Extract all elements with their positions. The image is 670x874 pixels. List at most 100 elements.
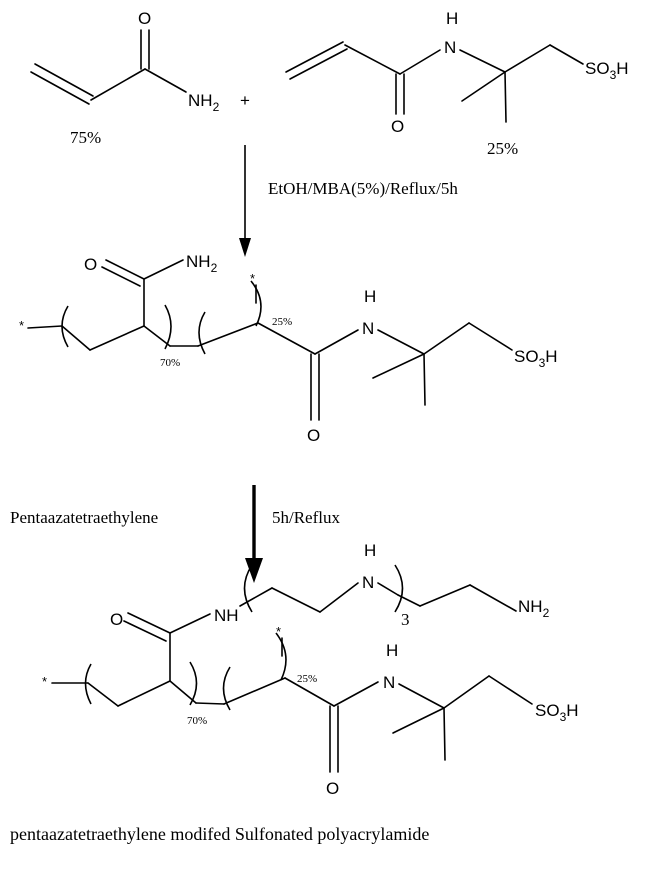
product-ethylene-c bbox=[319, 582, 359, 613]
amps-amide-bond bbox=[399, 49, 441, 75]
product-chain-b bbox=[117, 680, 171, 707]
product-repeat-bracket-open bbox=[243, 564, 253, 613]
copolymer-amide-bond bbox=[143, 259, 184, 280]
copolymer-s-bond bbox=[468, 322, 513, 351]
product-o-bottom-label: O bbox=[326, 779, 339, 798]
acrylamide-percent: 75% bbox=[70, 128, 101, 147]
amps-h-label: H bbox=[446, 9, 458, 28]
product-amide-n-bond bbox=[333, 681, 379, 707]
step1-conditions: EtOH/MBA(5%)/Reflux/5h bbox=[268, 179, 458, 198]
copolymer-n-c-bond bbox=[377, 329, 425, 355]
copolymer-bracket-2-close bbox=[250, 280, 262, 327]
product-bracket-2-close bbox=[275, 632, 287, 681]
product-chain-a bbox=[87, 682, 119, 707]
product-chain-c bbox=[169, 680, 197, 704]
amps-percent: 25% bbox=[487, 139, 518, 158]
copolymer-star-top: * bbox=[250, 271, 255, 286]
product-carbonyl-chain bbox=[284, 677, 335, 707]
product-chain-e bbox=[223, 677, 286, 705]
product-methyl-down bbox=[443, 707, 446, 761]
amps-structure: O H N SO3H 25% bbox=[285, 9, 629, 158]
amps-alpha-bond bbox=[344, 44, 401, 75]
copolymer-carbonyl-a bbox=[105, 259, 145, 280]
product-ethylene-d bbox=[397, 594, 421, 607]
vinyl-double-bond-b bbox=[34, 63, 94, 97]
product-caption: pentaazatetraethylene modifed Sulfonated… bbox=[10, 824, 429, 844]
product-repeat-bracket-close bbox=[394, 564, 404, 613]
arrow-2-head bbox=[245, 558, 263, 583]
product-so3h-label: SO3H bbox=[535, 701, 579, 724]
copolymer-chain-b bbox=[89, 325, 145, 351]
reaction-arrow-1 bbox=[239, 145, 251, 257]
product-nh2-label: NH2 bbox=[518, 597, 550, 620]
alpha-carbon-bond bbox=[90, 68, 146, 101]
reaction-arrow-2 bbox=[245, 485, 263, 583]
copolymer-chain-a bbox=[61, 325, 91, 351]
product-amide-bond bbox=[169, 613, 211, 634]
product-methyl-left bbox=[392, 707, 445, 734]
step2-conditions: 5h/Reflux bbox=[272, 508, 340, 527]
product-n-out-bond bbox=[377, 582, 399, 596]
amps-so3h-label: SO3H bbox=[585, 59, 629, 82]
product-n-label: N bbox=[383, 673, 395, 692]
copolymer-chain-c bbox=[143, 325, 171, 347]
copolymer-bracket-1-close bbox=[164, 304, 172, 350]
copolymer-percent-25: 25% bbox=[272, 316, 292, 328]
product-carbonyl-a bbox=[127, 612, 171, 634]
product-carbonyl-b bbox=[123, 620, 167, 642]
amps-ch2-bond bbox=[504, 44, 551, 73]
copolymer-chain-e bbox=[197, 322, 259, 347]
amps-n-c-bond bbox=[459, 49, 506, 73]
arrow-1-head bbox=[239, 238, 251, 257]
acrylamide-nh2-label: NH2 bbox=[188, 91, 220, 114]
product-n-mid-label: N bbox=[362, 573, 374, 592]
product-ethylene-a bbox=[239, 587, 273, 607]
amps-methyl-left bbox=[461, 71, 506, 102]
copolymer-amide-n-bond bbox=[314, 329, 359, 355]
amps-methyl-down bbox=[504, 71, 507, 123]
product-structure: O NH H N 3 NH2 * 70% * 25% O H bbox=[42, 541, 579, 798]
product-h-label: H bbox=[386, 641, 398, 660]
copolymer-so3h-label: SO3H bbox=[514, 347, 558, 370]
product-ethylene-b bbox=[271, 587, 321, 613]
acrylamide-o-label: O bbox=[138, 9, 151, 28]
copolymer-o-top-label: O bbox=[84, 255, 97, 274]
copolymer-bracket-2-open bbox=[198, 311, 206, 355]
copolymer-carbonyl-b bbox=[101, 266, 141, 287]
product-s-bond bbox=[488, 675, 533, 705]
product-n-c-bond bbox=[398, 683, 445, 709]
copolymer-methyl-down bbox=[423, 353, 426, 406]
product-o-top-label: O bbox=[110, 610, 123, 629]
amps-vinyl-bond-a bbox=[285, 41, 344, 73]
product-percent-70: 70% bbox=[187, 715, 207, 727]
acrylamide-structure: O NH2 75% bbox=[30, 9, 220, 147]
amps-o-label: O bbox=[391, 117, 404, 136]
copolymer-carbonyl-chain bbox=[257, 322, 316, 355]
copolymer-h-label: H bbox=[364, 287, 376, 306]
product-ch2-bond bbox=[443, 675, 490, 709]
product-bracket-1-close bbox=[189, 661, 198, 706]
amps-s-bond bbox=[549, 44, 584, 65]
copolymer-o-bottom-label: O bbox=[307, 426, 320, 445]
product-ethylene-e bbox=[419, 584, 471, 607]
product-repeat-count: 3 bbox=[401, 610, 410, 629]
copolymer-nh2-label: NH2 bbox=[186, 252, 218, 275]
copolymer-star-left: * bbox=[19, 318, 24, 333]
amide-cn-bond bbox=[144, 68, 187, 93]
plus-sign: + bbox=[240, 91, 250, 110]
product-h-mid-label: H bbox=[364, 541, 376, 560]
product-star-left: * bbox=[42, 674, 47, 689]
product-star-top: * bbox=[276, 624, 281, 639]
product-percent-25: 25% bbox=[297, 673, 317, 685]
step2-reagent: Pentaazatetraethylene bbox=[10, 508, 158, 527]
product-bracket-2-open bbox=[222, 666, 231, 711]
copolymer-percent-70: 70% bbox=[160, 357, 180, 369]
amps-vinyl-bond-b bbox=[289, 48, 348, 80]
product-chain-d bbox=[195, 702, 225, 705]
vinyl-double-bond-a bbox=[30, 71, 90, 105]
product-ethylene-f bbox=[469, 584, 517, 612]
copolymer-ch2-bond bbox=[423, 322, 470, 355]
product-bracket-1-open bbox=[84, 663, 92, 705]
